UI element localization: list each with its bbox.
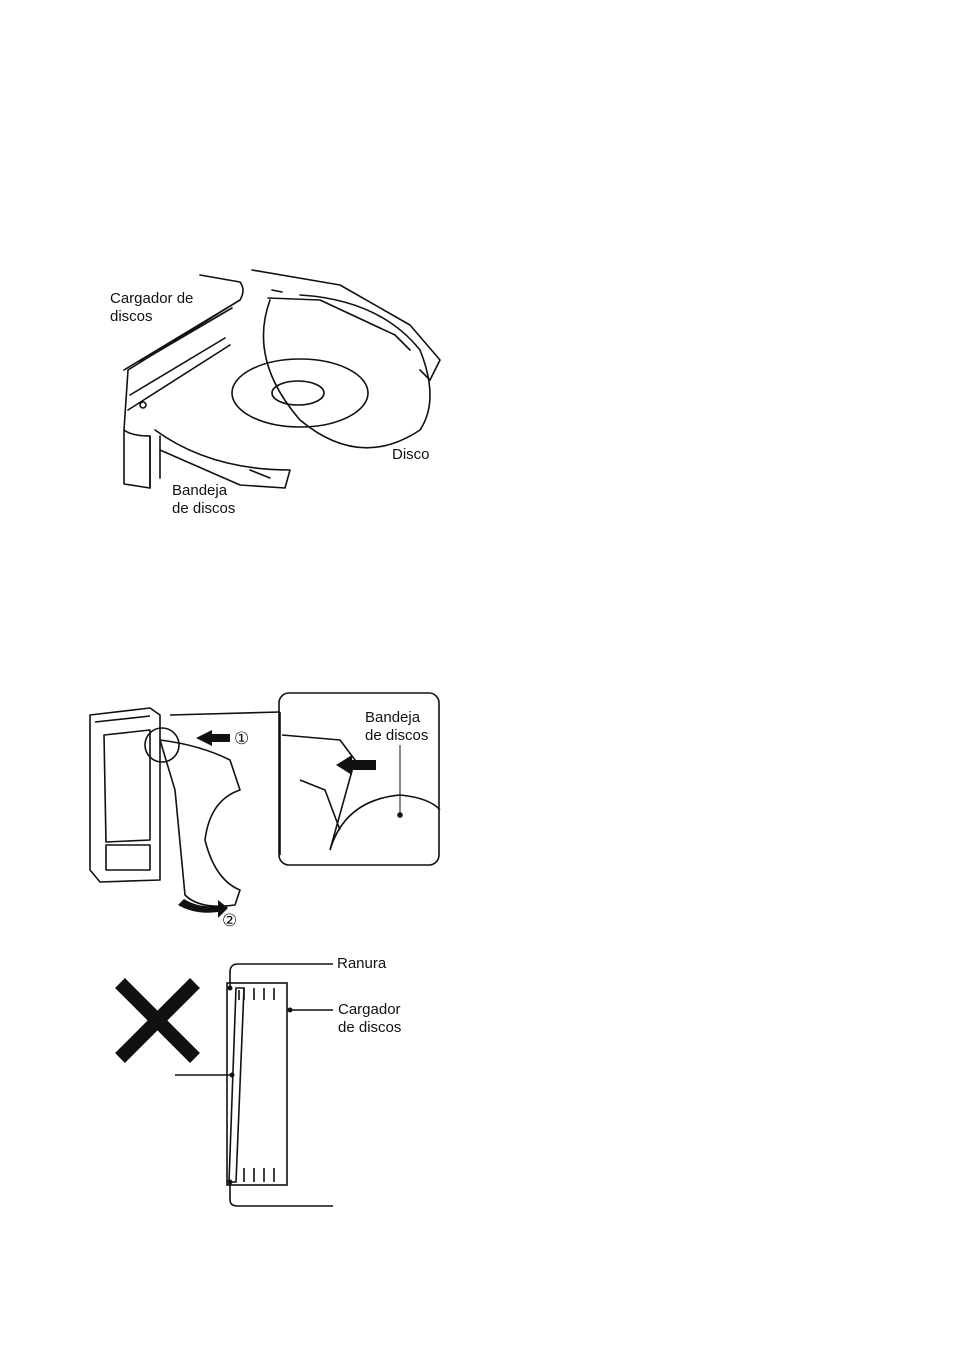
slanted-disc bbox=[229, 988, 244, 1182]
label-side-magazine-line1: Cargador bbox=[338, 1001, 401, 1019]
incorrect-mark bbox=[120, 983, 195, 1058]
label-side-magazine-line2: de discos bbox=[338, 1019, 401, 1037]
magazine-side bbox=[227, 983, 287, 1185]
label-slot: Ranura bbox=[337, 955, 386, 973]
label-side-magazine: Cargador de discos bbox=[338, 1001, 401, 1037]
